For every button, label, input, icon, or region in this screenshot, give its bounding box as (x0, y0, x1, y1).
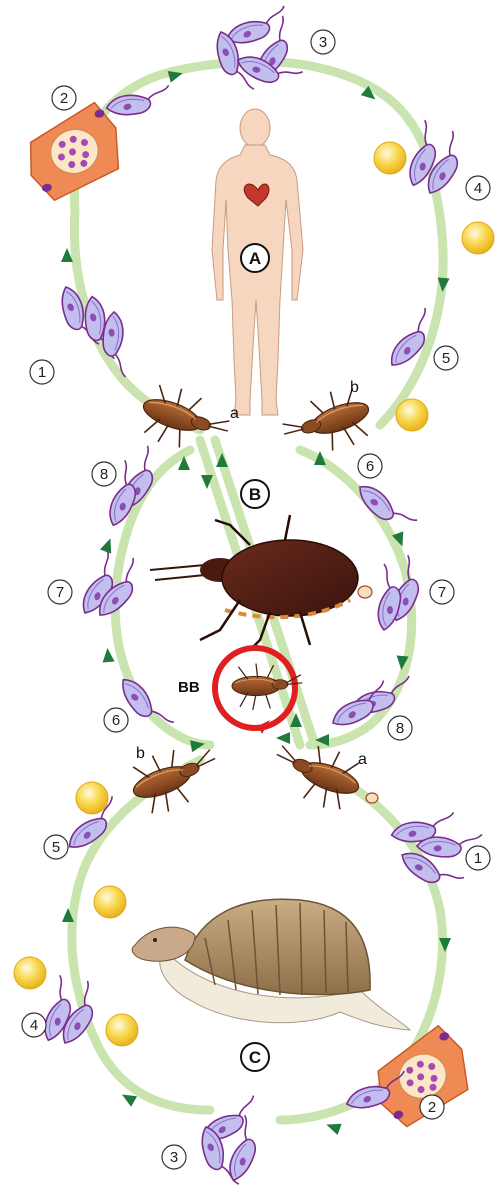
bug-b-label: b (350, 379, 359, 396)
stage-number: 3 (170, 1149, 178, 1166)
stage-number: 2 (60, 90, 68, 107)
human-stage-3-parasites (207, 1, 304, 97)
feces-icon (366, 793, 378, 803)
yellow-sphere-icon (76, 782, 108, 814)
arrow-icon (324, 1119, 341, 1135)
yellow-sphere-icon (106, 1014, 138, 1046)
yellow-sphere-icon (396, 399, 428, 431)
bug-a-label-2: a (358, 751, 367, 768)
stage-number: 4 (474, 180, 482, 197)
vector-left-parasites (80, 444, 178, 735)
bug-a-label: a (230, 405, 239, 422)
stage-number: 1 (38, 364, 46, 381)
yellow-sphere-icon (374, 142, 406, 174)
stage-number: 1 (474, 850, 482, 867)
arrow-icon (276, 732, 290, 744)
armadillo-icon (132, 899, 410, 1030)
yellow-sphere-icon (94, 886, 126, 918)
stage-number: 6 (366, 458, 374, 475)
stage-number: 2 (428, 1099, 436, 1116)
bug-cycle-label: BB (178, 679, 200, 696)
stage-number: 8 (100, 466, 108, 483)
human-cycle-label: A (249, 249, 261, 268)
stage-number: 3 (319, 34, 327, 51)
stage-number: 7 (56, 584, 64, 601)
assassin-bug-icon (276, 381, 379, 466)
stage-number: 4 (30, 1017, 38, 1034)
arrow-icon (101, 648, 114, 663)
mammal-cycle-label: C (249, 1048, 261, 1067)
stage-number: 5 (442, 350, 450, 367)
human-stage-2-cell (17, 80, 174, 204)
yellow-sphere-icon (14, 957, 46, 989)
vector-cycle-label: B (249, 485, 261, 504)
stage-number: 7 (438, 584, 446, 601)
stage-number: 5 (52, 839, 60, 856)
yellow-sphere-icon (462, 222, 494, 254)
bug-b-label-2: b (136, 745, 145, 762)
stage-number: 6 (112, 712, 120, 729)
human-stage-1-parasites (52, 284, 131, 380)
stage-number: 8 (396, 720, 404, 737)
mammal-stage-2-cell (344, 1021, 480, 1132)
